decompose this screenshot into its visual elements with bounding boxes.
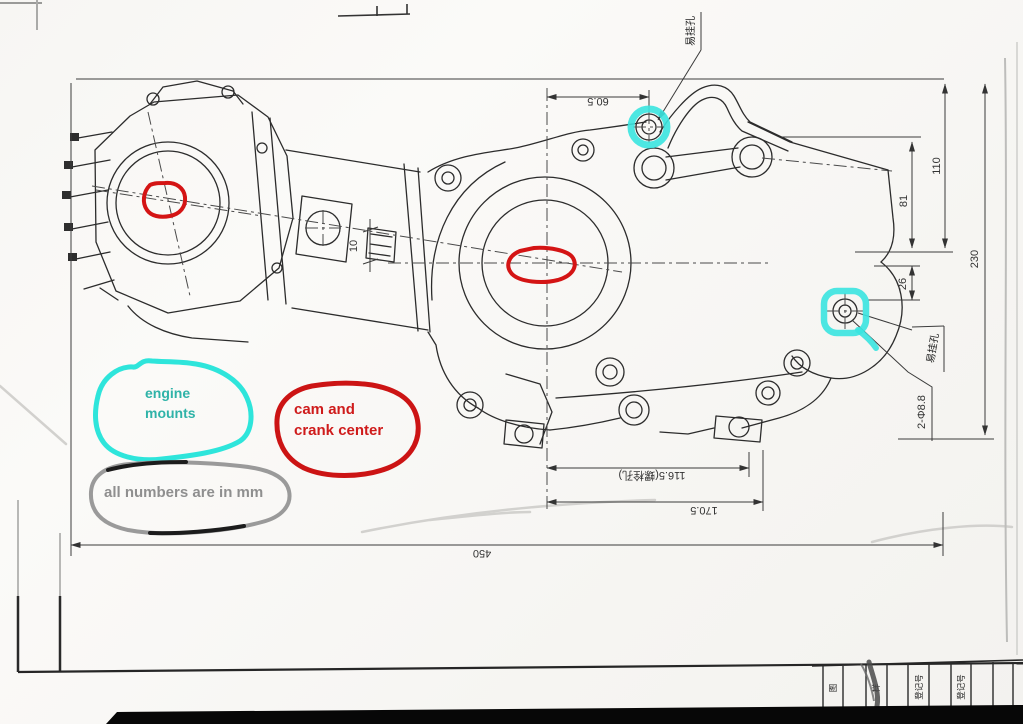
cam-crank-note-line1: cam and: [294, 401, 355, 418]
engine-outline: [62, 80, 903, 512]
title-block: 图 样 登记号 登记号: [811, 659, 1023, 713]
center-lines: [91, 88, 863, 512]
crank-center-red-mark: [506, 245, 577, 284]
dimension-lines: 60.5 110 81 230 26 2-Φ8.8 116.5(螺栓孔) 170…: [70, 78, 994, 559]
cam-center-red-mark: [141, 180, 188, 219]
scanner-edge-strip: [106, 705, 1023, 724]
stud-detail: [365, 227, 397, 263]
title-block-cell-4: 登记号: [956, 674, 966, 700]
dim-116-5-label: 116.5(螺栓孔): [618, 469, 685, 483]
dim-110-label: 110: [931, 157, 943, 175]
sheet-frame: [16, 4, 1023, 674]
engine-mount-highlight-top: [627, 105, 671, 149]
dim-81-label: 81: [898, 195, 910, 207]
engine-mount-highlight-right: [820, 287, 870, 337]
engine-mounts-note-line2: mounts: [145, 405, 196, 421]
front-mount-foot: [503, 419, 545, 449]
dim-450-label: 450: [473, 547, 491, 559]
dim-hole-callout-label: 2-Φ8.8: [916, 395, 928, 429]
dim-60-5-label: 60.5: [587, 95, 608, 107]
dim-26-label: 26: [897, 278, 909, 290]
cam-crank-note-line2: crank center: [294, 422, 383, 439]
dim-230-label: 230: [969, 250, 981, 268]
cooling-fins: [62, 131, 115, 290]
cam-cover-inner-circle: [115, 150, 221, 256]
cam-cover-outer-circle: [106, 141, 230, 265]
title-block-cell-1: 图: [828, 684, 838, 693]
title-block-cell-3: 登记号: [914, 674, 924, 700]
rear-mount-foot: [713, 415, 763, 443]
hanger-hole-top-label: 易挂孔: [684, 16, 697, 46]
engine-mounts-note-line1: engine: [145, 385, 190, 401]
units-note-blob: [88, 460, 292, 536]
units-note-text: all numbers are in mm: [104, 484, 263, 501]
cam-crank-blob: [274, 380, 421, 478]
dim-170-5-label: 170.5: [690, 504, 718, 516]
engine-mounts-blob: [93, 358, 254, 463]
hand-annotations: engine mounts cam and crank center all n…: [88, 105, 879, 536]
dim-10-label: 10: [348, 240, 360, 252]
shift-lever: [505, 373, 553, 445]
tappet-cover: [295, 195, 353, 263]
hanger-hole-right-label: 易挂孔: [923, 332, 941, 364]
